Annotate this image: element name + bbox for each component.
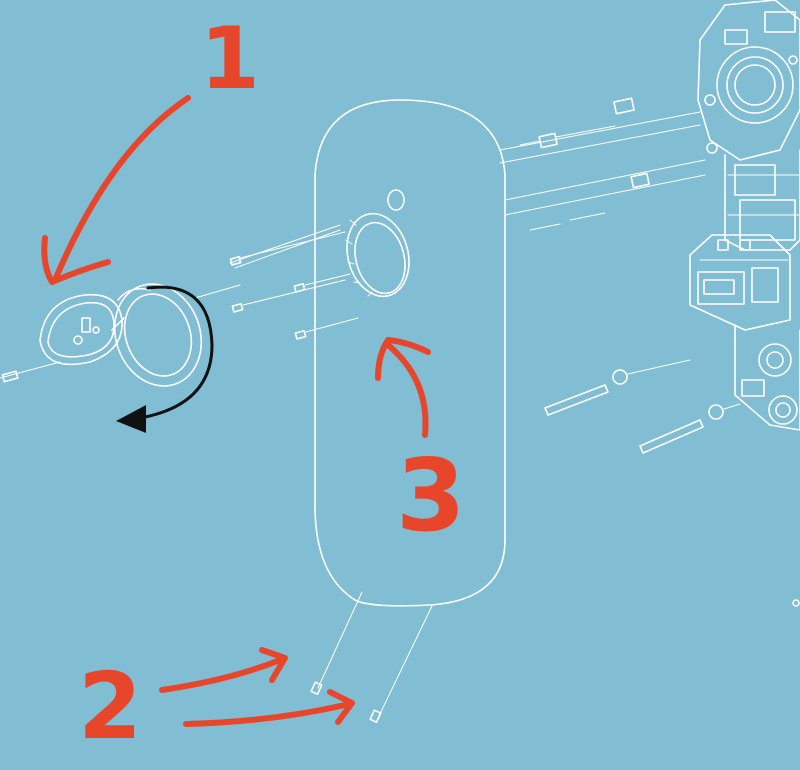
- panel-screws: [229, 231, 359, 340]
- oval-panel: [229, 99, 506, 724]
- mounting-rods: [499, 97, 741, 454]
- bottom-screws: [310, 591, 433, 724]
- step-label-3: 3: [396, 437, 466, 554]
- counterclockwise-arrow-icon: [116, 285, 214, 433]
- annotation-arrows-2: [159, 647, 355, 727]
- annotation-arrow-3: [375, 337, 431, 438]
- machine-assembly: [689, 0, 800, 607]
- annotation-arrow-1: [41, 95, 191, 285]
- socket-cover: [0, 283, 241, 387]
- step-label-1: 1: [200, 9, 260, 109]
- step-label-2: 2: [78, 653, 142, 760]
